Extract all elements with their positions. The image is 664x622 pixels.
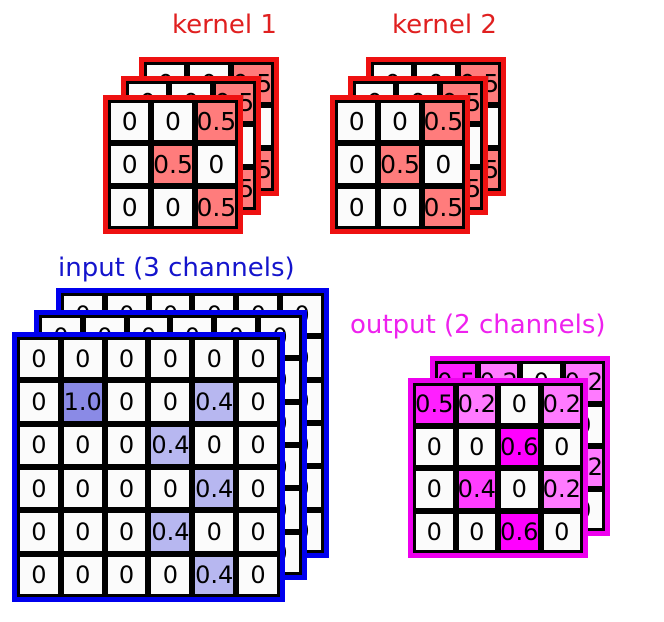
matrix-cell: 0: [335, 186, 379, 229]
matrix-cell: 0: [148, 337, 193, 381]
matrix-cell: 0: [498, 383, 541, 426]
matrix-cell: 0: [540, 425, 583, 468]
kernel2-label: kernel 2: [392, 10, 497, 40]
matrix-cell: 0: [108, 143, 152, 186]
kernel1-label: kernel 1: [172, 10, 277, 40]
matrix-cell: 0: [17, 553, 61, 597]
matrix-cell: 0: [378, 186, 422, 229]
matrix-cell: 0: [421, 143, 465, 186]
matrix-cell: 0: [236, 380, 280, 424]
matrix-cell: 0: [151, 186, 195, 229]
matrix-cell: 0: [192, 337, 237, 381]
matrix-cell: 0: [17, 423, 61, 467]
matrix-cell: 0.5: [378, 143, 422, 186]
matrix-cell: 0: [60, 553, 105, 597]
matrix-cell: 0: [236, 423, 280, 467]
matrix-cell: 0.5: [194, 100, 238, 143]
matrix-cell: 0: [108, 100, 152, 143]
matrix-cell: 0: [413, 425, 456, 468]
matrix-cell: 0.4: [455, 468, 498, 511]
matrix-cell: 0: [17, 380, 61, 424]
matrix-cell: 0: [148, 380, 193, 424]
matrix-cell: 0: [104, 423, 149, 467]
matrix-cell: 0: [148, 553, 193, 597]
matrix-cell: 0.6: [498, 510, 541, 553]
matrix-cell: 0.4: [192, 380, 237, 424]
matrix-cell: 0: [104, 553, 149, 597]
matrix-cell: 0: [104, 380, 149, 424]
matrix-cell: 0: [192, 510, 237, 554]
matrix-cell: 0: [104, 337, 149, 381]
matrix-cell: 0: [60, 423, 105, 467]
matrix-cell: 0.5: [421, 100, 465, 143]
matrix-cell: 0: [236, 337, 280, 381]
matrix-cell: 0: [17, 510, 61, 554]
output-label: output (2 channels): [350, 310, 606, 340]
matrix-cell: 0: [455, 425, 498, 468]
matrix-cell: 0.2: [540, 383, 583, 426]
matrix-cell: 0: [108, 186, 152, 229]
matrix-cell: 0: [60, 510, 105, 554]
matrix-cell: 0.2: [455, 383, 498, 426]
matrix-cell: 0: [104, 510, 149, 554]
matrix-cell: 0: [104, 466, 149, 511]
matrix-cell: 0.4: [148, 423, 193, 467]
matrix-cell: 0: [60, 337, 105, 381]
matrix-cell: 0.4: [192, 466, 237, 511]
matrix-cell: 0: [455, 510, 498, 553]
matrix-cell: 0: [236, 553, 280, 597]
matrix-cell: 0.4: [192, 553, 237, 597]
input-label: input (3 channels): [58, 253, 295, 283]
matrix-cell: 0: [60, 466, 105, 511]
matrix-cell: 0: [335, 100, 379, 143]
matrix-cell: 0.6: [498, 425, 541, 468]
matrix-cell: 0.5: [413, 383, 456, 426]
matrix-cell: 0.2: [540, 468, 583, 511]
matrix-cell: 0: [236, 466, 280, 511]
matrix-cell: 0.5: [421, 186, 465, 229]
matrix-cell: 0: [192, 423, 237, 467]
matrix-cell: 0.5: [151, 143, 195, 186]
matrix-cell: 1.0: [60, 380, 105, 424]
matrix-cell: 0: [148, 466, 193, 511]
matrix-cell: 0: [151, 100, 195, 143]
matrix-cell: 0: [540, 510, 583, 553]
matrix-cell: 0: [413, 468, 456, 511]
matrix-cell: 0.5: [194, 186, 238, 229]
matrix-cell: 0: [378, 100, 422, 143]
matrix-cell: 0.4: [148, 510, 193, 554]
matrix-cell: 0: [17, 466, 61, 511]
matrix-cell: 0: [335, 143, 379, 186]
matrix-cell: 0: [413, 510, 456, 553]
matrix-cell: 0: [194, 143, 238, 186]
matrix-cell: 0: [498, 468, 541, 511]
matrix-cell: 0: [236, 510, 280, 554]
matrix-cell: 0: [17, 337, 61, 381]
